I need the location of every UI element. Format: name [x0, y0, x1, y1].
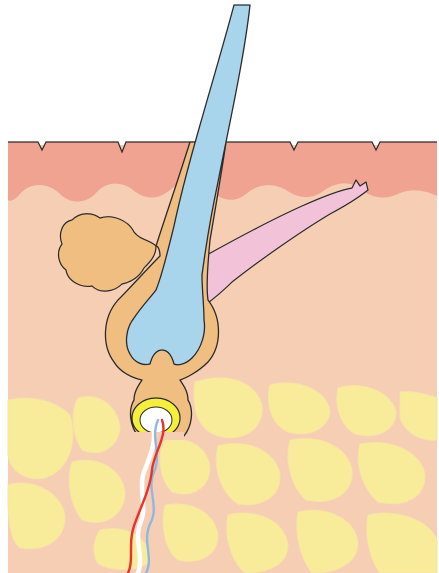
dermis-layer [8, 145, 437, 573]
